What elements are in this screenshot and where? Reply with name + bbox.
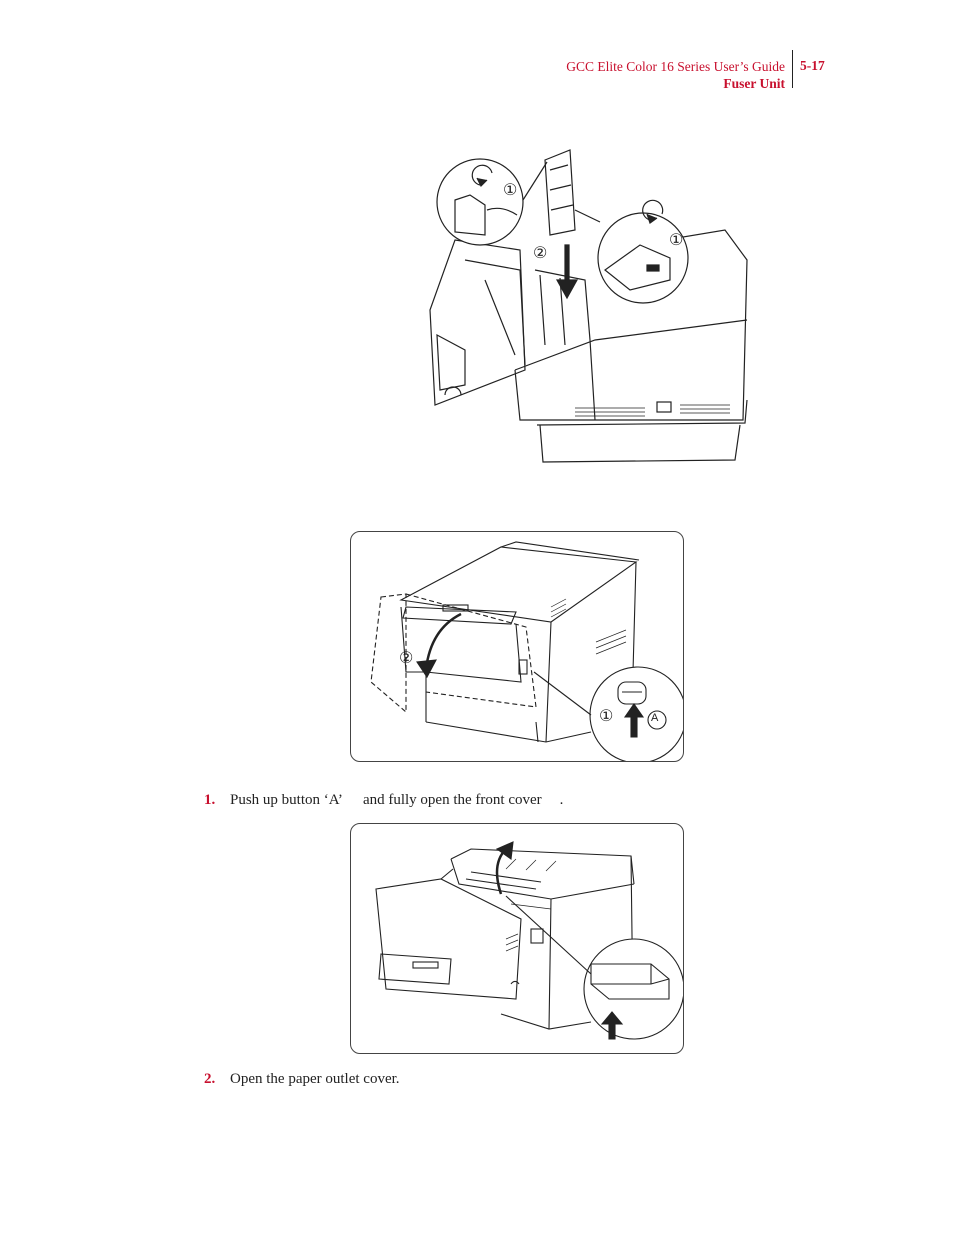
step-marker-2: ② <box>533 245 548 262</box>
fuser-install-illustration: ① ② ① <box>425 140 760 470</box>
front-cover-illustration: ② ① A <box>350 531 684 762</box>
step-marker-1: ① <box>503 182 518 199</box>
curved-arrow-icon <box>471 164 493 186</box>
button-a-label: A <box>651 712 659 724</box>
step-1-text-b: and fully open the front cover <box>362 792 542 808</box>
guide-title: GCC Elite Color 16 Series User’s Guide <box>566 59 785 74</box>
page-header: GCC Elite Color 16 Series User’s Guide F… <box>425 58 785 92</box>
section-title: Fuser Unit <box>723 76 785 91</box>
step-marker-1b: ① <box>669 232 684 249</box>
step-1: 1. Push up button ‘A’ and fully open the f… <box>204 792 563 809</box>
step-2: 2. Open the paper outlet cover. <box>204 1071 400 1088</box>
arrow-up-icon <box>623 703 645 738</box>
page-number: 5-17 <box>800 58 825 73</box>
paper-outlet-illustration <box>350 823 684 1054</box>
step-marker-2-fig2: ② <box>399 650 414 667</box>
header-divider <box>792 50 793 88</box>
step-2-text: Open the paper outlet cover. <box>230 1071 400 1087</box>
arrow-up-icon <box>600 1011 624 1040</box>
arrow-down-icon <box>555 244 579 300</box>
curved-arrow-icon <box>495 848 507 895</box>
step-1-text-c: . <box>559 792 564 808</box>
step-1-text-a: Push up button ‘A’ <box>230 792 343 808</box>
step-2-number: 2. <box>204 1071 216 1087</box>
step-marker-1-fig2: ① <box>599 708 614 725</box>
step-1-number: 1. <box>204 792 216 808</box>
